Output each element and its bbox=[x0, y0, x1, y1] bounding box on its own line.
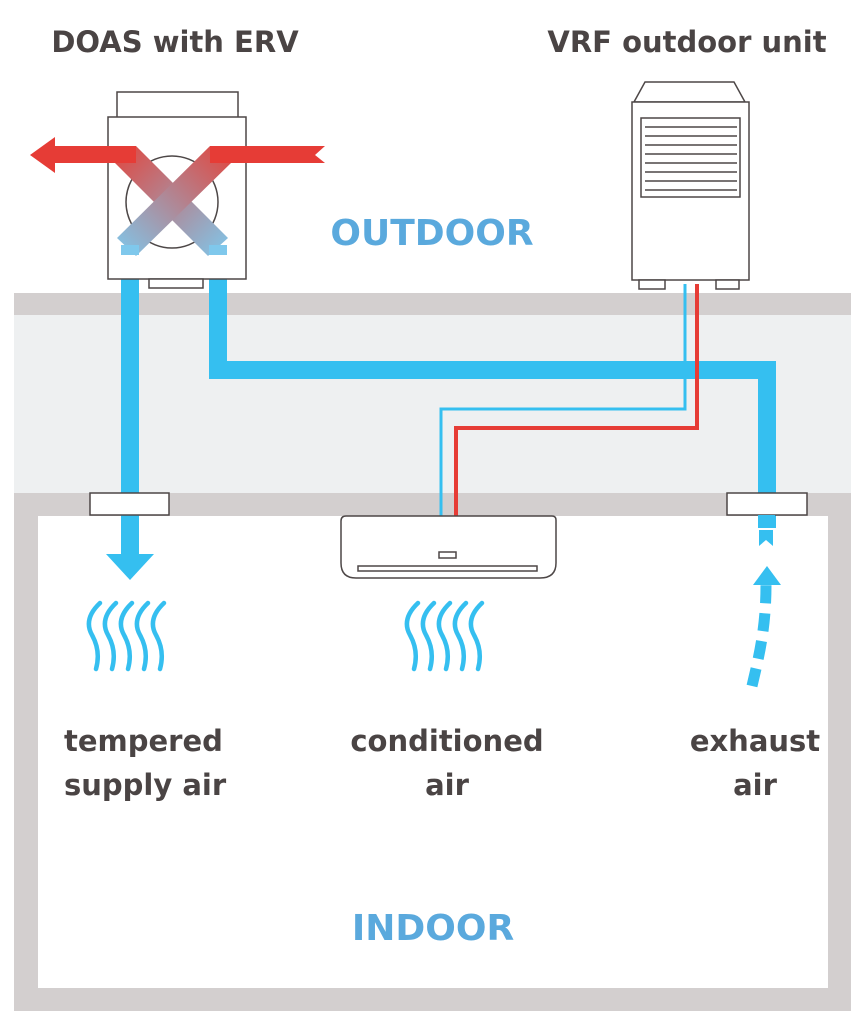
supply-duct-top bbox=[121, 245, 139, 255]
doas-title: DOAS with ERV bbox=[51, 25, 299, 59]
vrf-outdoor-unit bbox=[631, 81, 750, 290]
vrf-title: VRF outdoor unit bbox=[547, 25, 826, 59]
exhaust-label-line2: air bbox=[733, 768, 778, 802]
ceiling-plenum bbox=[14, 293, 851, 493]
outdoor-air-arrows bbox=[30, 137, 325, 173]
roof-slab bbox=[14, 293, 851, 315]
supply-diffuser bbox=[89, 492, 170, 516]
supply-label-line1: tempered bbox=[64, 724, 223, 758]
supply-duct bbox=[106, 250, 154, 580]
exhaust-grille bbox=[726, 492, 808, 516]
exhaust-duct bbox=[209, 250, 776, 528]
supply-air-waves bbox=[86, 600, 167, 672]
exhaust-air-arrow bbox=[746, 515, 781, 688]
exhaust-label-line1: exhaust bbox=[690, 724, 820, 758]
indoor-label: INDOOR bbox=[352, 908, 514, 949]
outdoor-label: OUTDOOR bbox=[330, 213, 533, 254]
conditioned-label-line1: conditioned bbox=[350, 724, 543, 758]
conditioned-label-line2: air bbox=[425, 768, 470, 802]
vrf-fan-grille bbox=[645, 126, 737, 191]
indoor-wall-unit bbox=[340, 515, 557, 579]
supply-label-line2: supply air bbox=[64, 768, 227, 802]
exhaust-duct-top bbox=[209, 245, 227, 255]
refrigerant-line-red bbox=[454, 284, 699, 517]
refrigerant-line-blue bbox=[439, 284, 687, 517]
heat-recovery-diagonal-b bbox=[117, 146, 231, 256]
conditioned-air-waves bbox=[404, 600, 485, 672]
